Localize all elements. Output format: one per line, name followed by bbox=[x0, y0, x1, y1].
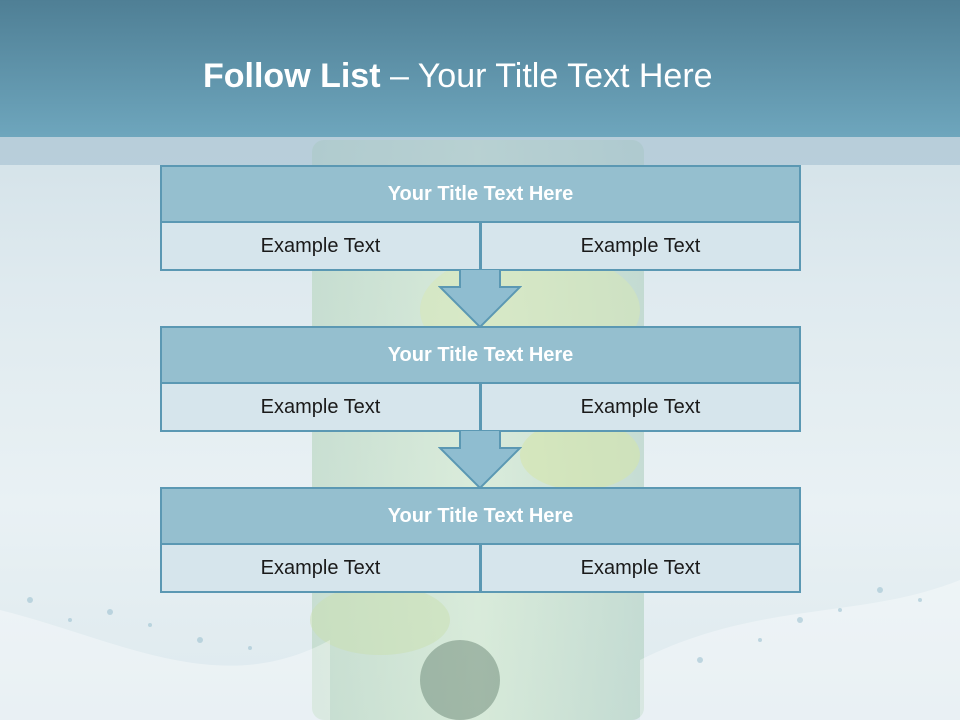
step-3-title: Your Title Text Here bbox=[160, 487, 801, 545]
step-1-right-text: Example Text bbox=[480, 221, 801, 271]
step-1-left-text: Example Text bbox=[160, 221, 481, 271]
title-bar-band bbox=[0, 137, 960, 165]
step-box-2: Your Title Text Here Example Text Exampl… bbox=[160, 326, 801, 432]
step-3-row: Example Text Example Text bbox=[160, 543, 801, 593]
step-1-title: Your Title Text Here bbox=[160, 165, 801, 223]
title-bar bbox=[0, 0, 960, 137]
step-2-title: Your Title Text Here bbox=[160, 326, 801, 384]
step-box-3: Your Title Text Here Example Text Exampl… bbox=[160, 487, 801, 593]
down-arrow-icon bbox=[438, 430, 522, 490]
step-2-row: Example Text Example Text bbox=[160, 382, 801, 432]
slide-title: Follow List – Your Title Text Here bbox=[203, 52, 713, 100]
step-2-right-text: Example Text bbox=[480, 382, 801, 432]
step-3-left-text: Example Text bbox=[160, 543, 481, 593]
slide-title-strong: Follow List bbox=[203, 57, 381, 95]
step-2-left-text: Example Text bbox=[160, 382, 481, 432]
step-box-1: Your Title Text Here Example Text Exampl… bbox=[160, 165, 801, 271]
step-3-right-text: Example Text bbox=[480, 543, 801, 593]
down-arrow-icon bbox=[438, 269, 522, 329]
slide-title-rest: – Your Title Text Here bbox=[380, 57, 713, 95]
step-1-row: Example Text Example Text bbox=[160, 221, 801, 271]
